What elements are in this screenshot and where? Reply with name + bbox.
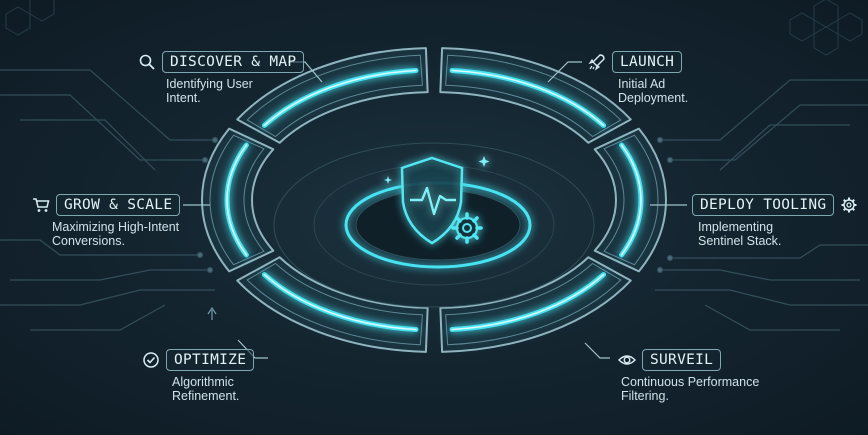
rocket-icon: [588, 53, 606, 71]
ring-segment-optimize: [236, 256, 429, 353]
stage-optimize: OPTIMIZE Algorithmic Refinement.: [142, 349, 272, 403]
ring-segments: [201, 47, 667, 353]
stage-desc-discover: Identifying User Intent.: [166, 77, 253, 105]
ring-segment-deploy: [593, 127, 667, 273]
eye-icon: [618, 351, 636, 369]
stage-desc-surveil: Continuous Performance Filtering.: [621, 375, 760, 403]
shield-heartbeat-gear-icon: [384, 156, 490, 245]
hexagon-pattern: [5, 0, 863, 56]
circuit-traces-left: [0, 69, 219, 331]
ring-segment-discover: [236, 47, 429, 144]
ring-segment-launch: [439, 47, 632, 144]
ring-segment-grow: [201, 127, 275, 273]
stage-desc-grow: Maximizing High-Intent Conversions.: [52, 220, 180, 248]
stage-title-discover: DISCOVER & MAP: [162, 51, 305, 73]
cart-icon: [32, 196, 50, 214]
stage-title-optimize: OPTIMIZE: [166, 349, 255, 371]
gear-icon: [840, 196, 858, 214]
circuit-traces-right: [655, 79, 868, 331]
stage-title-launch: LAUNCH: [612, 51, 683, 73]
stage-title-surveil: SURVEIL: [642, 349, 722, 371]
stage-title-deploy: DEPLOY TOOLING: [692, 194, 835, 216]
stage-launch: LAUNCH Initial Ad Deployment.: [588, 51, 718, 105]
stage-desc-optimize: Algorithmic Refinement.: [172, 375, 240, 403]
stage-desc-deploy: Implementing Sentinel Stack.: [698, 220, 782, 248]
search-icon: [138, 53, 156, 71]
check-circle-icon: [142, 351, 160, 369]
stage-desc-launch: Initial Ad Deployment.: [618, 77, 689, 105]
ring-segment-surveil: [439, 256, 632, 353]
stage-discover: DISCOVER & MAP Identifying User Intent.: [138, 51, 305, 105]
stage-grow: GROW & SCALE Maximizing High-Intent Conv…: [32, 194, 212, 248]
stage-surveil: SURVEIL Continuous Performance Filtering…: [618, 349, 771, 403]
stage-deploy: DEPLOY TOOLING Implementing Sentinel Sta…: [692, 194, 858, 248]
stage-title-grow: GROW & SCALE: [56, 194, 181, 216]
